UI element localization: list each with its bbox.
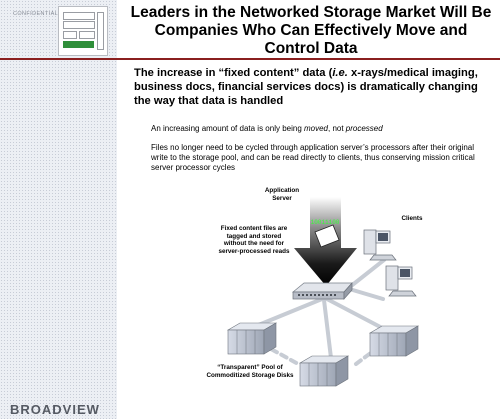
confidential-label: CONFIDENTIAL bbox=[13, 11, 59, 17]
slide-subtitle: The increase in “fixed content” data (i.… bbox=[134, 66, 496, 108]
bullet1-text-1: An increasing amount of data is only bei… bbox=[151, 124, 304, 133]
document-icon bbox=[314, 224, 340, 248]
storage-pool-label: “Transparent” Pool of Commoditized Stora… bbox=[206, 364, 294, 379]
bullet1-processed: processed bbox=[345, 124, 383, 133]
title-divider bbox=[0, 58, 500, 60]
page-title: Leaders in the Networked Storage Market … bbox=[130, 4, 492, 57]
subtitle-ie: i.e. bbox=[332, 67, 348, 79]
bullet-files: Files no longer need to be cycled throug… bbox=[151, 143, 475, 172]
storage-disk-rack-icon bbox=[298, 355, 350, 387]
subtitle-text-2: x-rays/medical imaging, business docs, f… bbox=[134, 67, 478, 107]
network-switch-icon bbox=[292, 282, 353, 300]
bullet-moved: An increasing amount of data is only bei… bbox=[151, 124, 491, 134]
fixed-content-label: Fixed content files are tagged and store… bbox=[218, 225, 290, 255]
bullet1-moved: moved bbox=[303, 124, 328, 133]
brand-logo: BROADVIEW bbox=[10, 402, 100, 417]
clients-label: Clients bbox=[401, 215, 423, 222]
bullet1-text-2: , not bbox=[328, 124, 346, 133]
document-logo-icon bbox=[58, 6, 108, 56]
data-flow-arrow bbox=[294, 197, 357, 286]
subtitle-text-1: The increase in “fixed content” data ( bbox=[134, 67, 333, 79]
client-computer-icon bbox=[385, 265, 417, 297]
storage-disk-rack-icon bbox=[368, 325, 420, 357]
binary-data-text: 10011100 bbox=[311, 219, 340, 226]
network-links bbox=[254, 258, 388, 367]
application-server-label: Application Server bbox=[264, 187, 300, 202]
client-computer-icon bbox=[363, 229, 397, 261]
sidebar: CONFIDENTIAL BROADVIEW bbox=[0, 0, 117, 419]
storage-disk-rack-icon bbox=[226, 322, 278, 355]
